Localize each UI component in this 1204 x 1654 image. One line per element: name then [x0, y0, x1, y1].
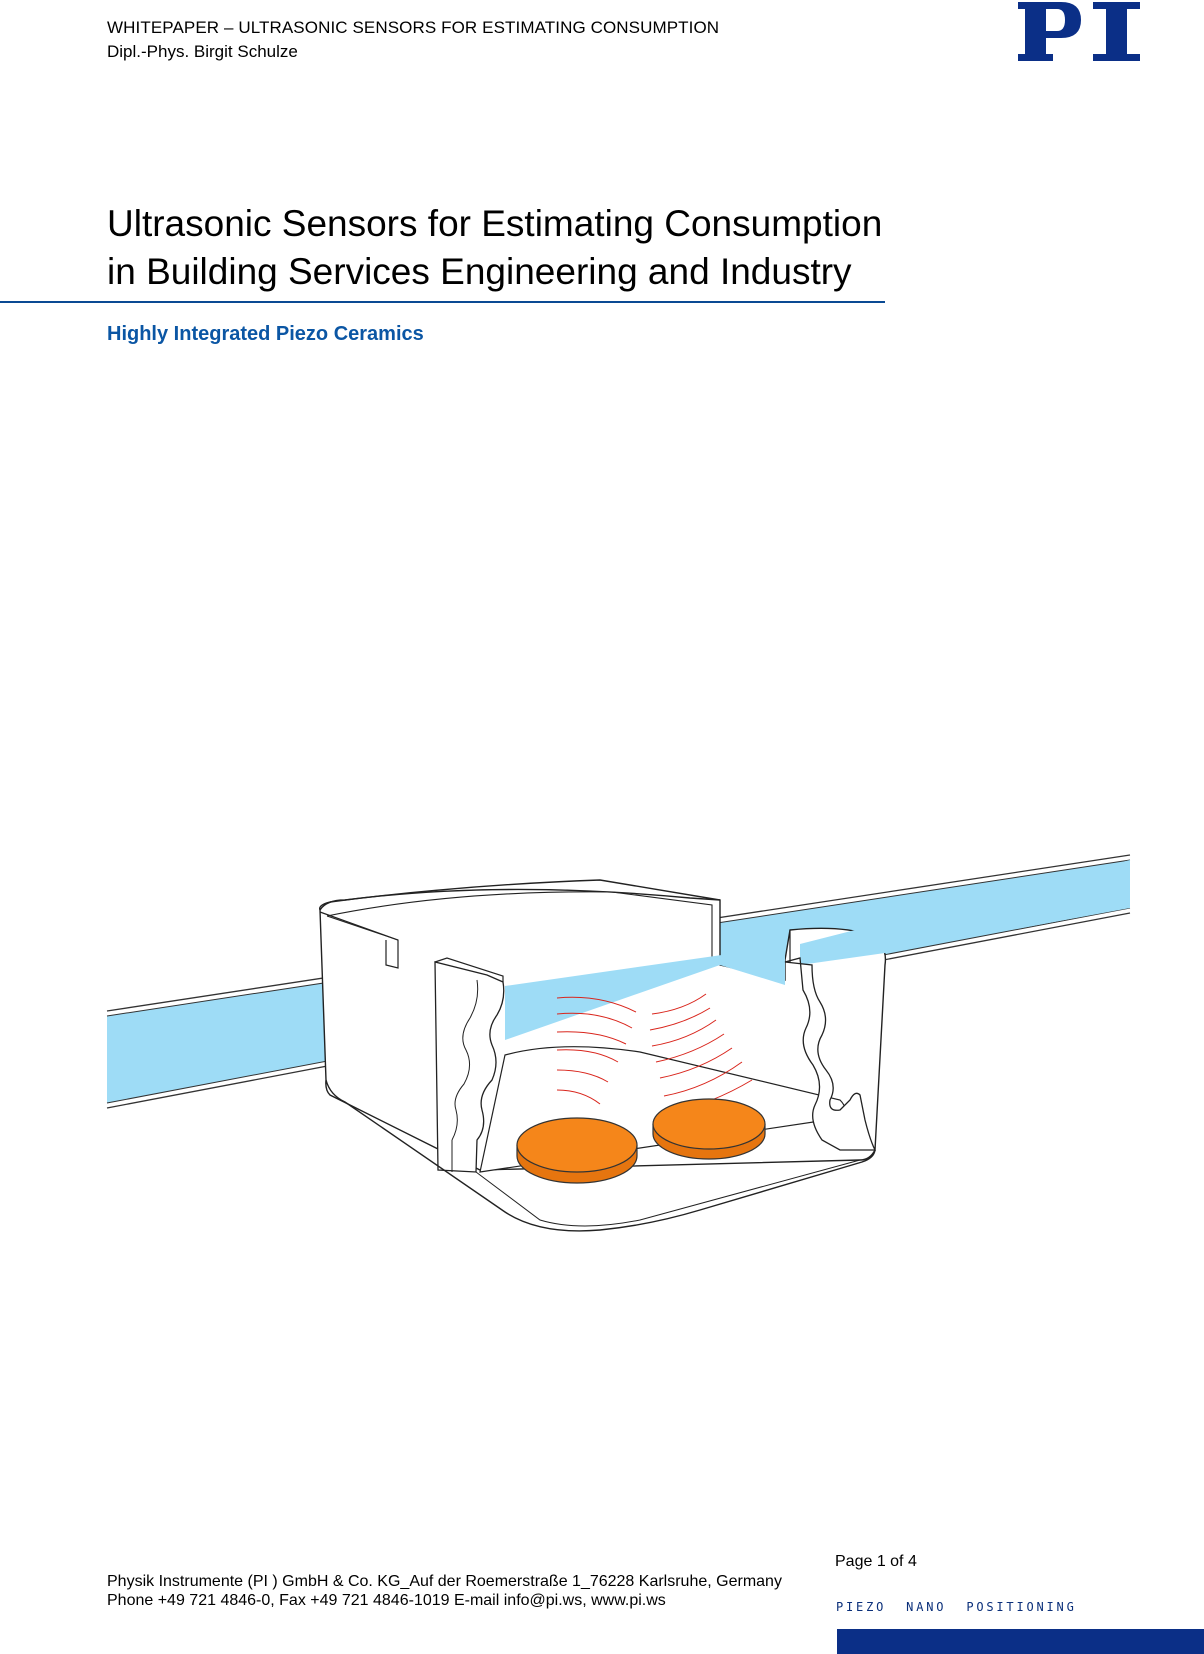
title-line-1: Ultrasonic Sensors for Estimating Consum…	[107, 203, 883, 244]
footer-tagline: PIEZO NANO POSITIONING	[836, 1600, 1077, 1614]
piezo-disc-right	[652, 1098, 766, 1160]
pi-logo	[1018, 2, 1140, 61]
footer-contact: Phone +49 721 4846-0, Fax +49 721 4846-1…	[107, 1592, 666, 1609]
piezo-disc-left	[516, 1117, 638, 1184]
housing-cut-wall-right	[784, 957, 877, 1151]
document-subtitle: Highly Integrated Piezo Ceramics	[107, 323, 424, 345]
header-title: WHITEPAPER – ULTRASONIC SENSORS FOR ESTI…	[107, 18, 720, 37]
ultrasonic-waves	[556, 993, 753, 1115]
footer-brand-bar	[837, 1629, 1204, 1654]
footer-address: Physik Instrumente (PI ) GmbH & Co. KG_A…	[107, 1573, 782, 1590]
header-author: Dipl.-Phys. Birgit Schulze	[107, 42, 298, 61]
title-line-2: in Building Services Engineering and Ind…	[107, 251, 852, 292]
page-number: Page 1 of 4	[835, 1553, 917, 1570]
ultrasonic-flow-meter-illustration	[106, 854, 1131, 1232]
document-title: Ultrasonic Sensors for Estimating Consum…	[107, 200, 882, 296]
title-divider	[0, 301, 885, 303]
